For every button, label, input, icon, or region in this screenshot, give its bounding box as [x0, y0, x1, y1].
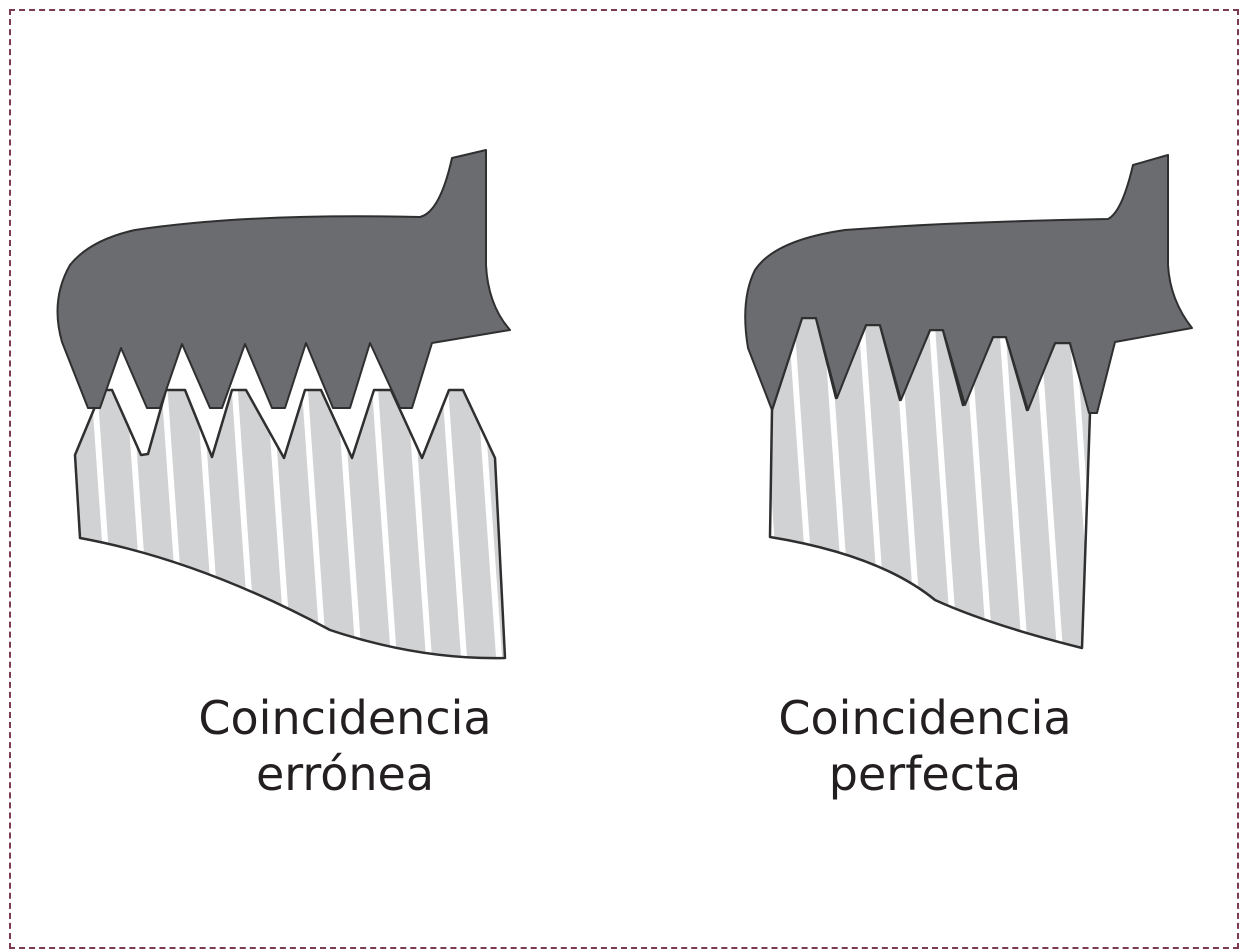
- caption-perfect-match: Coincidencia perfecta: [730, 690, 1120, 802]
- left-panel-wrong-match: [58, 150, 511, 658]
- caption-perfect-line1: Coincidencia: [730, 690, 1120, 746]
- left-lower-toothed-part: [75, 390, 505, 658]
- caption-wrong-line2: errónea: [150, 746, 540, 802]
- caption-wrong-line1: Coincidencia: [150, 690, 540, 746]
- caption-wrong-match: Coincidencia errónea: [150, 690, 540, 802]
- left-upper-toothed-part: [58, 150, 511, 408]
- caption-perfect-line2: perfecta: [730, 746, 1120, 802]
- right-panel-perfect-match: [745, 155, 1192, 648]
